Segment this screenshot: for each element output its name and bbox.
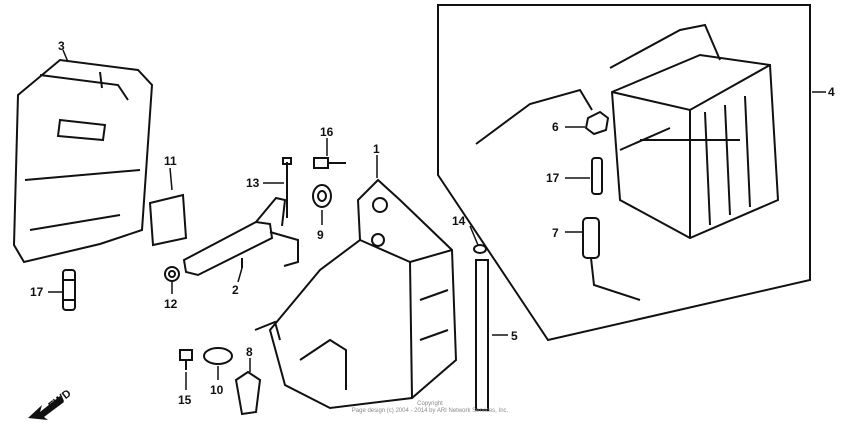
battery-inset-frame [437,4,811,342]
callout-4: 4 [828,85,835,99]
nut [164,266,180,282]
clip [473,244,487,254]
fwd-arrow-icon [28,396,64,420]
copyright-notice: Copyright Page design (c) 2004 - 2014 by… [330,401,530,415]
callout-17-left: 17 [30,285,44,299]
bolt [313,157,346,169]
callout-17-inset: 17 [546,171,560,185]
callout-10: 10 [210,383,224,397]
long-bolt [282,157,292,218]
callout-9: 9 [317,228,324,242]
callout-3: 3 [58,39,65,53]
callout-7: 7 [552,226,559,240]
washer [203,347,233,365]
breather-fitting [584,110,610,136]
grommet [312,184,332,208]
callout-8: 8 [246,345,253,359]
battery-cover [12,58,154,264]
battery [610,53,780,240]
callout-1: 1 [373,142,380,156]
callout-14: 14 [452,214,466,228]
copyright-line-2: Page design (c) 2004 - 2014 by ARI Netwo… [351,408,509,414]
battery-bracket [182,196,299,277]
copyright-line-1: Copyright [417,401,443,407]
callout-15: 15 [178,393,192,407]
callout-6: 6 [552,120,559,134]
fuse-inset [591,157,603,195]
fuse-left [62,269,76,311]
callout-11: 11 [164,154,177,168]
leader-lines [48,49,826,390]
battery-case [254,178,458,410]
caution-label [148,193,188,247]
fwd-label: FWD [46,387,73,412]
callout-12: 12 [164,297,178,311]
wire-harness [475,23,721,151]
fuse-holder [582,217,641,301]
callout-16: 16 [320,125,334,139]
callout-5: 5 [511,329,518,343]
holder [234,370,262,416]
callout-2: 2 [232,283,239,297]
small-bolt [179,349,193,370]
breather-tube [475,259,489,411]
callout-13: 13 [246,176,260,190]
